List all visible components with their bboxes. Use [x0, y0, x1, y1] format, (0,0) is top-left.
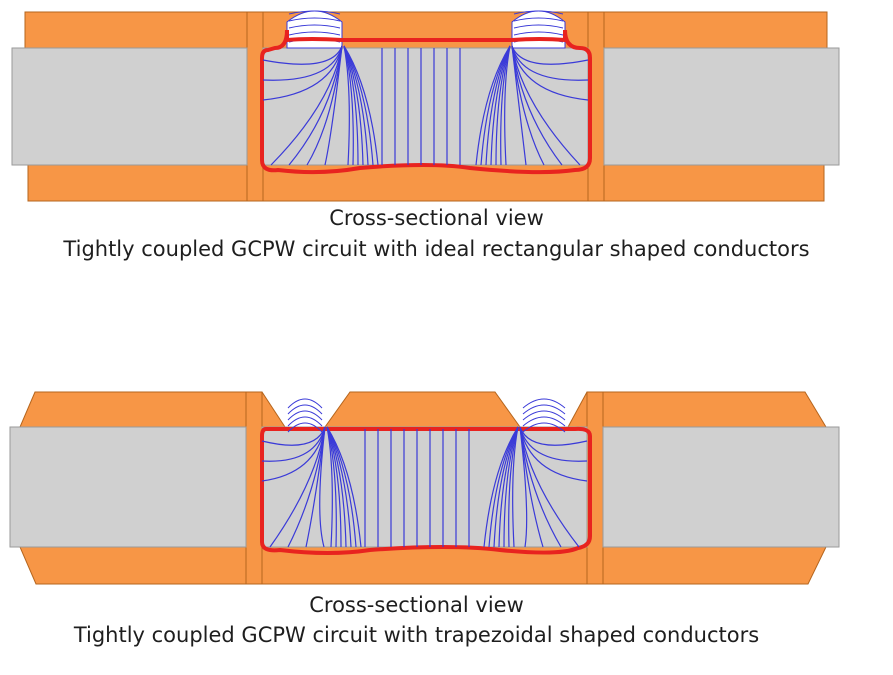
current-crowding-outline	[260, 426, 592, 555]
field-line-inner-left	[326, 426, 342, 548]
via-wall-left	[245, 391, 263, 585]
trapezoidal-conductor-figure: Cross-sectional view Tightly coupled GCP…	[0, 380, 893, 650]
field-line-inner-left	[343, 45, 364, 166]
caption-description: Tightly coupled GCPW circuit with ideal …	[63, 237, 810, 261]
gap-field-line	[522, 422, 566, 433]
field-line-inner-right	[480, 45, 511, 166]
field-line-fan-left	[261, 426, 326, 482]
gap-field-line	[288, 31, 341, 36]
field-line-fan-right	[519, 426, 588, 482]
field-line-fan-left	[319, 426, 326, 548]
gap-field-line	[288, 17, 341, 22]
current-crowding-outline	[260, 29, 592, 175]
field-line-inner-right	[475, 45, 511, 166]
field-line-inner-left	[343, 45, 379, 166]
field-line-inner-right	[503, 426, 519, 548]
substrate-left	[9, 426, 247, 548]
field-line-inner-right	[488, 426, 519, 548]
field-line-fan-left	[270, 45, 343, 166]
field-line-fan-left	[262, 45, 343, 101]
gap-field-line	[513, 10, 564, 15]
top-ground-right	[567, 391, 827, 428]
bottom-ground-right	[603, 164, 825, 202]
field-line-fan-right	[519, 426, 588, 462]
gap-field-line	[522, 404, 566, 415]
field-line-inner-left	[326, 426, 357, 548]
caption-view-label: Cross-sectional view	[329, 206, 544, 230]
field-line-fan-right	[511, 45, 581, 166]
bottom-ground-right	[602, 546, 827, 585]
gap-field-line	[287, 404, 323, 415]
field-line-inner-right	[490, 45, 511, 166]
gap-field-line	[287, 410, 323, 421]
field-lines	[261, 426, 588, 548]
field-line-inner-right	[493, 426, 519, 548]
slot-gap	[511, 10, 566, 49]
substrate-left	[11, 47, 248, 166]
top-ground-right	[603, 11, 828, 49]
field-line-inner-left	[326, 426, 352, 548]
field-line-fan-left	[262, 45, 343, 81]
gap-field-line	[287, 416, 323, 427]
gap-field-line	[288, 10, 341, 15]
field-line-fan-right	[511, 45, 589, 65]
field-line-inner-left	[326, 426, 362, 548]
rectangular-conductor-figure: Cross-sectional view Tightly coupled GCP…	[0, 0, 893, 275]
top-ground-left	[24, 11, 248, 49]
gap-field-line	[522, 410, 566, 421]
caption-description: Tightly coupled GCPW circuit with trapez…	[73, 623, 760, 647]
field-line-fan-right	[519, 426, 588, 446]
field-line-inner-left	[343, 45, 369, 166]
field-line-inner-right	[512, 426, 519, 548]
substrate-right	[603, 47, 840, 166]
field-line-inner-right	[483, 426, 519, 548]
field-line-fan-left	[269, 426, 326, 548]
gap-field-line	[513, 31, 564, 36]
gap-field-line	[513, 17, 564, 22]
trapezoidal-cross-section-diagram	[9, 391, 840, 585]
field-line-inner-right	[498, 426, 519, 548]
gap-field-line	[287, 398, 323, 409]
substrate-center	[262, 47, 589, 166]
field-line-inner-right	[500, 45, 511, 166]
field-line-inner-left	[326, 426, 347, 548]
top-ground-left	[19, 391, 286, 428]
bottom-ground-left	[19, 546, 247, 585]
field-line-inner-right	[485, 45, 511, 166]
gap-field-line	[513, 24, 564, 29]
gap-field-line	[522, 416, 566, 427]
bottom-ground-left	[27, 164, 248, 202]
substrate-right	[602, 426, 840, 548]
field-line-inner-right	[504, 45, 511, 166]
field-line-inner-left	[326, 426, 333, 548]
gap-field-line	[288, 24, 341, 29]
field-line-fan-right	[511, 45, 589, 101]
field-line-fan-right	[511, 45, 589, 81]
field-line-inner-right	[495, 45, 511, 166]
field-line-fan-left	[262, 45, 343, 65]
field-line-fan-right	[519, 426, 528, 548]
field-line-fan-right	[511, 45, 527, 166]
rectangular-cross-section-diagram	[11, 10, 840, 202]
field-line-fan-left	[324, 45, 343, 166]
field-line-inner-left	[343, 45, 350, 166]
field-line-inner-left	[343, 45, 374, 166]
field-line-inner-right	[508, 426, 519, 548]
field-line-inner-left	[343, 45, 354, 166]
field-line-fan-left	[261, 426, 326, 446]
gap-field-line	[287, 422, 323, 433]
slot-gap	[286, 10, 343, 49]
field-line-inner-left	[326, 426, 337, 548]
gap-field-line	[522, 398, 566, 409]
caption-view-label: Cross-sectional view	[309, 593, 524, 617]
field-line-fan-left	[261, 426, 326, 462]
field-line-inner-left	[343, 45, 359, 166]
field-line-fan-right	[519, 426, 580, 548]
field-lines	[262, 45, 589, 166]
top-signal-conductor	[324, 391, 521, 428]
